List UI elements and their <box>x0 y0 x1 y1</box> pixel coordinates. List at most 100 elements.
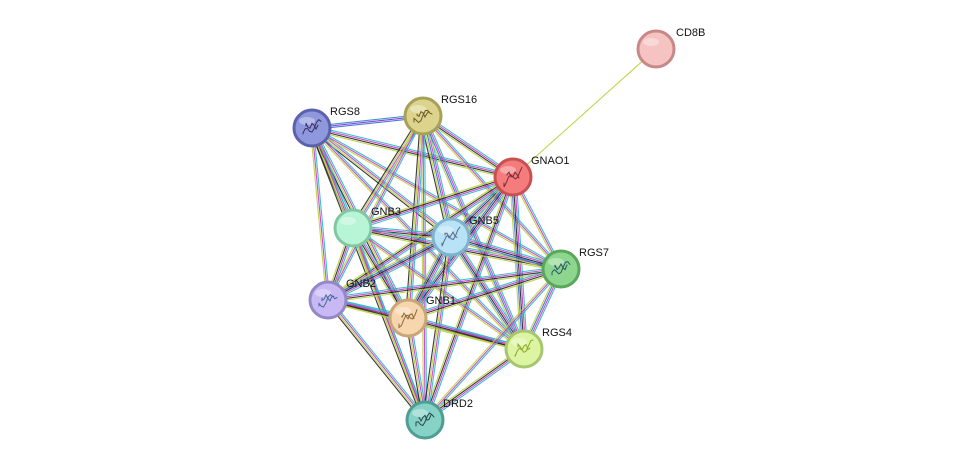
node-gnao1[interactable]: GNAO1 <box>493 155 570 197</box>
edge-strand <box>326 115 423 300</box>
edge-strand <box>426 177 516 422</box>
node-circle[interactable] <box>431 217 471 257</box>
node-label-rgs7: RGS7 <box>579 247 609 259</box>
edge-gnao1-gnb3[interactable] <box>352 174 514 231</box>
node-rgs8[interactable]: RGS8 <box>292 106 360 148</box>
edge-strand <box>327 115 424 301</box>
edge-strand <box>423 346 523 419</box>
node-gnb1[interactable]: GNB1 <box>388 295 456 338</box>
node-rgs16[interactable]: RGS16 <box>403 94 477 136</box>
edge-strand <box>352 227 525 350</box>
edge-strand <box>351 228 524 351</box>
edge-strand <box>422 115 452 238</box>
edge-gnb2-drd2[interactable] <box>325 298 428 422</box>
node-circle[interactable] <box>333 208 373 248</box>
node-circle[interactable] <box>636 29 676 69</box>
edge-rgs4-drd2[interactable] <box>423 346 526 423</box>
protein-structure-detail-icon <box>401 312 415 320</box>
node-label-rgs16: RGS16 <box>441 94 477 106</box>
edge-strand <box>408 315 525 348</box>
edge-strand <box>408 316 525 349</box>
node-label-drd2: DRD2 <box>443 398 473 410</box>
edge-strand <box>407 319 524 352</box>
protein-structure-detail-icon <box>444 230 458 239</box>
edge-strand <box>311 128 451 239</box>
edge-rgs8-gnb2[interactable] <box>309 127 331 301</box>
node-label-gnb5: GNB5 <box>469 215 499 227</box>
edge-strand <box>425 349 525 422</box>
node-circle[interactable] <box>308 280 348 320</box>
node-highlight <box>395 307 411 315</box>
edge-strand <box>352 174 513 227</box>
edge-strand <box>424 115 428 420</box>
edge-strand <box>350 228 425 421</box>
edge-strand <box>408 270 562 321</box>
protein-structure-detail-icon <box>418 414 432 423</box>
node-label-cd8b: CD8B <box>676 27 705 39</box>
edge-strand <box>512 48 657 178</box>
node-label-gnb2: GNB2 <box>346 278 376 290</box>
node-gnb2[interactable]: GNB2 <box>308 278 376 320</box>
edge-gnb1-rgs4[interactable] <box>407 315 525 352</box>
edge-strand <box>408 269 562 320</box>
edge-strand <box>328 299 427 420</box>
edge-strand <box>420 116 424 421</box>
edge-strand <box>353 177 514 230</box>
node-rgs4[interactable]: RGS4 <box>504 327 572 369</box>
edge-strand <box>327 236 452 301</box>
node-cd8b[interactable]: CD8B <box>636 27 705 69</box>
edge-gnb5-gnb2[interactable] <box>326 233 453 304</box>
edge-strand <box>351 115 423 228</box>
node-highlight <box>511 338 527 346</box>
node-circle[interactable] <box>292 108 332 148</box>
edge-strand <box>407 266 561 317</box>
edge-strand <box>509 177 522 350</box>
edge-strand <box>451 235 526 349</box>
edge-strand <box>327 235 451 300</box>
protein-structure-icon <box>318 293 338 308</box>
edge-cd8b-gnao1[interactable] <box>512 48 657 178</box>
edge-strand <box>311 128 513 179</box>
edge-strand <box>325 301 424 422</box>
edge-strand <box>425 269 563 422</box>
edge-strand <box>424 268 562 421</box>
node-circle[interactable] <box>504 329 544 369</box>
protein-structure-detail-icon <box>305 122 319 131</box>
edge-strand <box>312 126 452 237</box>
edge-strand <box>311 127 329 301</box>
edge-rgs16-gnb2[interactable] <box>326 115 425 301</box>
node-gnb3[interactable]: GNB3 <box>333 206 401 248</box>
protein-structure-icon <box>415 412 435 427</box>
node-circle[interactable] <box>541 249 581 289</box>
edge-strand <box>313 127 331 300</box>
edge-strand <box>328 237 452 302</box>
edge-strand <box>327 266 561 299</box>
protein-structure-detail-icon <box>517 342 531 352</box>
node-label-rgs8: RGS8 <box>330 106 360 118</box>
edge-rgs7-drd2[interactable] <box>423 267 563 422</box>
edge-gnb2-rgs7[interactable] <box>327 266 562 303</box>
protein-structure-icon <box>503 166 523 188</box>
edge-strand <box>312 126 514 177</box>
edge-strand <box>353 178 514 231</box>
edge-rgs16-drd2[interactable] <box>420 115 428 421</box>
edge-strand <box>515 176 528 349</box>
node-highlight <box>410 105 426 113</box>
node-highlight <box>340 217 356 225</box>
node-gnb5[interactable]: GNB5 <box>431 215 499 257</box>
edge-strand <box>350 114 422 228</box>
edge-strand <box>405 115 422 318</box>
edge-rgs16-gnb3[interactable] <box>350 114 426 230</box>
edge-gnb1-rgs7[interactable] <box>407 266 562 321</box>
edge-rgs8-gnao1[interactable] <box>311 125 514 180</box>
edge-strand <box>312 126 526 349</box>
edge-strand <box>423 267 561 420</box>
node-rgs7[interactable]: RGS7 <box>541 247 609 289</box>
edge-strand <box>326 233 450 298</box>
node-label-rgs4: RGS4 <box>542 327 572 339</box>
node-drd2[interactable]: DRD2 <box>405 398 473 440</box>
node-highlight <box>315 289 331 297</box>
node-circle[interactable] <box>405 400 445 440</box>
node-label-gnb1: GNB1 <box>426 295 456 307</box>
